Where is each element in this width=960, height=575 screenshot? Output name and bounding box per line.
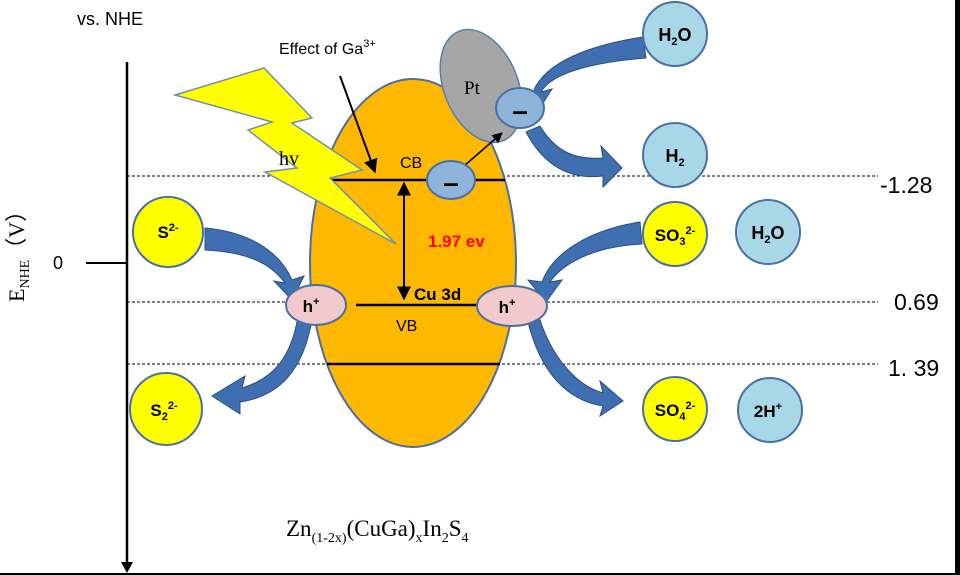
species-h2-label: H2 bbox=[665, 146, 684, 169]
sulfate-formation-arrow bbox=[527, 319, 624, 418]
species-so3-label: SO32- bbox=[655, 225, 696, 248]
species-h2o-mid-label: H2O bbox=[751, 223, 784, 246]
photon-label: hv bbox=[279, 148, 299, 170]
h2-evolution-arrow bbox=[525, 125, 623, 189]
ga-effect-arrow bbox=[339, 75, 378, 174]
disulfide-formation-arrow bbox=[211, 315, 313, 415]
species-sulfate bbox=[642, 376, 708, 442]
species-so3 bbox=[642, 201, 708, 267]
level-value-cu3d: 0.69 bbox=[894, 289, 939, 315]
species-h2 bbox=[642, 122, 708, 188]
level-value-cb: -1.28 bbox=[880, 172, 932, 198]
hole-right-label: h+ bbox=[499, 297, 516, 317]
hole-right bbox=[476, 285, 548, 327]
ga-effect-label: Effect of Ga3+ bbox=[279, 38, 376, 58]
electron-transfer-arrow bbox=[463, 132, 503, 167]
species-sulfate-label: SO42- bbox=[655, 400, 696, 423]
cb-label: CB bbox=[400, 155, 422, 172]
species-protons-label: 2H+ bbox=[754, 401, 782, 421]
species-disulfide-label: S22- bbox=[150, 400, 178, 423]
cu3d-label: Cu 3d bbox=[414, 285, 461, 304]
hole-left bbox=[285, 284, 347, 326]
electron-pt bbox=[495, 87, 545, 129]
vb-label: VB bbox=[396, 318, 417, 335]
species-h2o-top bbox=[642, 1, 708, 67]
species-h2o-mid bbox=[735, 199, 801, 265]
hole-left-label: h+ bbox=[303, 296, 320, 316]
electron-cb-sign: – bbox=[443, 167, 459, 198]
pt-label: Pt bbox=[464, 78, 481, 99]
species-sulfide-label: S2- bbox=[157, 222, 178, 242]
lightning-icon bbox=[172, 67, 397, 245]
electron-cb bbox=[426, 160, 476, 200]
axis-title: ENHE（V） bbox=[4, 200, 33, 302]
species-protons bbox=[737, 377, 803, 443]
reference-label: vs. NHE bbox=[77, 9, 143, 29]
electron-pt-sign: – bbox=[512, 95, 528, 126]
photocatalyst-formula: Zn(1-2x)(CuGa)xIn2S4 bbox=[286, 516, 469, 546]
axis-arrowhead bbox=[121, 562, 133, 573]
species-sulfide bbox=[132, 196, 204, 268]
band-gap-label: 1.97 ev bbox=[428, 232, 485, 251]
species-disulfide bbox=[129, 372, 203, 446]
zero-label: 0 bbox=[53, 253, 63, 273]
species-h2o-top-label: H2O bbox=[658, 25, 691, 48]
level-value-vb: 1. 39 bbox=[888, 355, 939, 381]
